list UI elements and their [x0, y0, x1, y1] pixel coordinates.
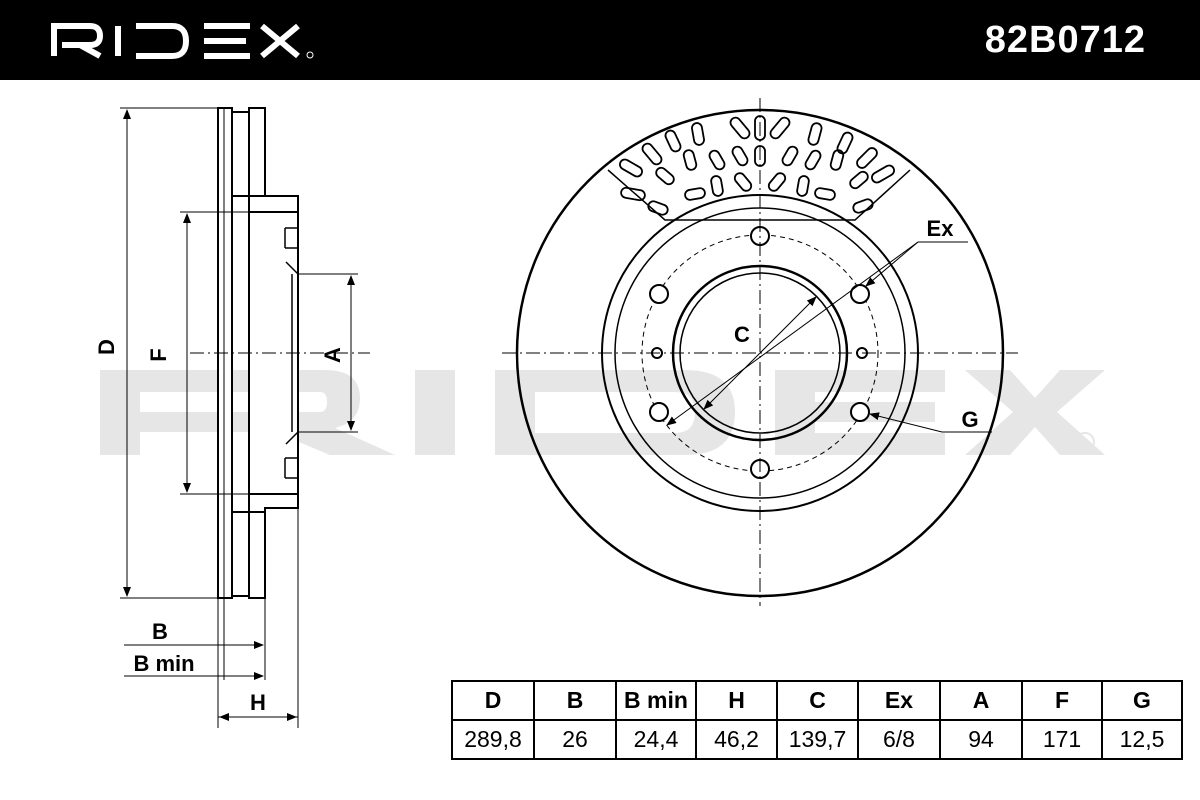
dimension-a	[298, 273, 358, 433]
bolt-hole	[649, 402, 669, 422]
label-d: D	[94, 339, 119, 355]
dimension-c	[703, 296, 817, 410]
dimension-d	[120, 107, 218, 599]
table-header-cell: G	[1101, 680, 1183, 721]
front-center-lines	[502, 98, 1018, 606]
table-cell: 139,7	[776, 719, 859, 760]
table-cell: 6/8	[857, 719, 941, 760]
dimension-f	[180, 211, 249, 495]
table-header-cell: B	[533, 680, 617, 721]
ridex-watermark	[100, 370, 1105, 455]
table-cell: 24,4	[615, 719, 697, 760]
dimension-ex	[666, 241, 968, 426]
table-header-cell: F	[1021, 680, 1103, 721]
dimension-b-h	[124, 508, 299, 728]
header-bar: 82B0712	[0, 0, 1200, 80]
table-header-cell: C	[776, 680, 859, 721]
table-header-cell: A	[939, 680, 1023, 721]
drilled-slot-pattern	[619, 115, 895, 216]
ridex-logo	[51, 23, 314, 59]
table-cell: 26	[533, 719, 617, 760]
table-cell: 289,8	[451, 719, 535, 760]
table-header-cell: D	[451, 680, 535, 721]
table-cell: 12,5	[1101, 719, 1183, 760]
label-h: H	[250, 690, 266, 715]
bolt-hole	[649, 284, 669, 304]
table-cell: 46,2	[695, 719, 778, 760]
table-header-cell: H	[695, 680, 778, 721]
table-header-row: D B B min H C Ex A F G	[451, 680, 1183, 721]
table-row: 289,8 26 24,4 46,2 139,7 6/8 94 171 12,5	[451, 719, 1183, 760]
label-b: B	[152, 619, 168, 644]
label-g: G	[961, 407, 978, 432]
label-f: F	[146, 348, 171, 361]
specification-table: D B B min H C Ex A F G 289,8 26 24,4 46,…	[451, 680, 1183, 760]
table-cell: 94	[939, 719, 1023, 760]
label-ex: Ex	[927, 216, 955, 241]
table-cell: 171	[1021, 719, 1103, 760]
label-c: C	[734, 322, 750, 347]
label-a: A	[320, 347, 345, 363]
dimension-g	[869, 412, 992, 433]
bolt-hole	[850, 284, 870, 304]
part-number: 82B0712	[984, 19, 1146, 61]
table-header-cell: Ex	[857, 680, 941, 721]
table-header-cell: B min	[615, 680, 697, 721]
bolt-hole	[850, 402, 870, 422]
label-b-min: B min	[133, 651, 194, 676]
